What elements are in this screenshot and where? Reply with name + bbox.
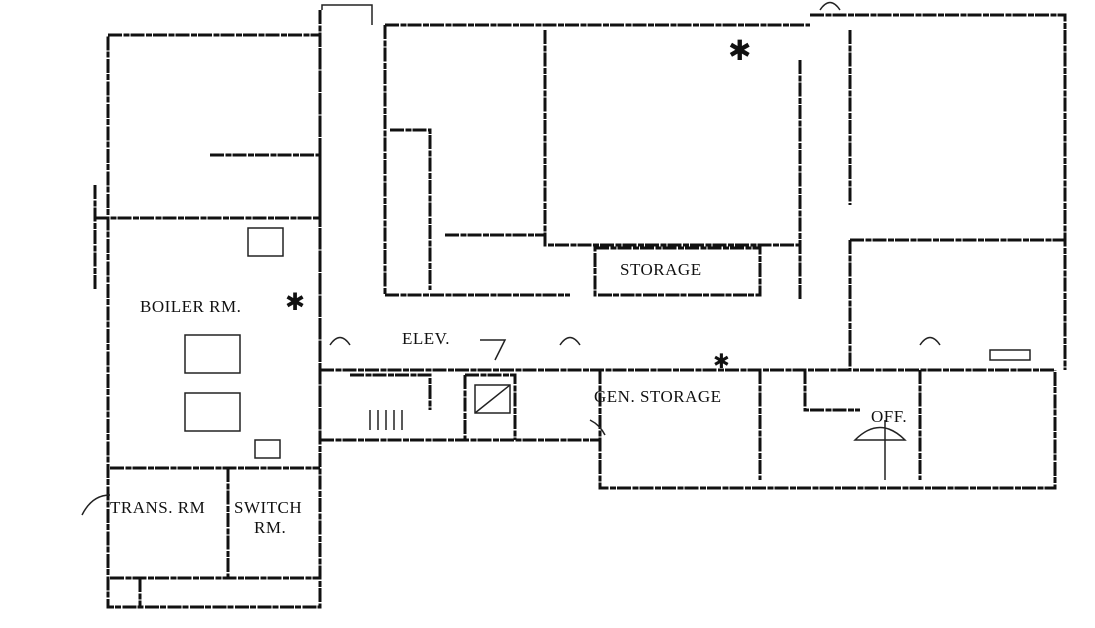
walls xyxy=(93,10,1067,609)
fixtures xyxy=(81,1,1031,516)
transformer-room-label: TRANS. RM xyxy=(110,498,205,517)
svg-text:✱: ✱ xyxy=(285,290,306,316)
boiler-room-label: BOILER RM. xyxy=(140,297,241,316)
star-markers: ✱ ✱ ✱ xyxy=(285,36,752,373)
storage-label: STORAGE xyxy=(620,260,702,279)
office-label: OFF. xyxy=(871,407,907,426)
elevator-label: ELEV. xyxy=(402,329,450,348)
switch-room-label: SWITCH xyxy=(234,498,302,517)
svg-text:✱: ✱ xyxy=(713,351,730,373)
svg-text:✱: ✱ xyxy=(728,36,752,67)
switch-room-label-2: RM. xyxy=(254,518,286,537)
gen-storage-label: GEN. STORAGE xyxy=(594,387,722,406)
